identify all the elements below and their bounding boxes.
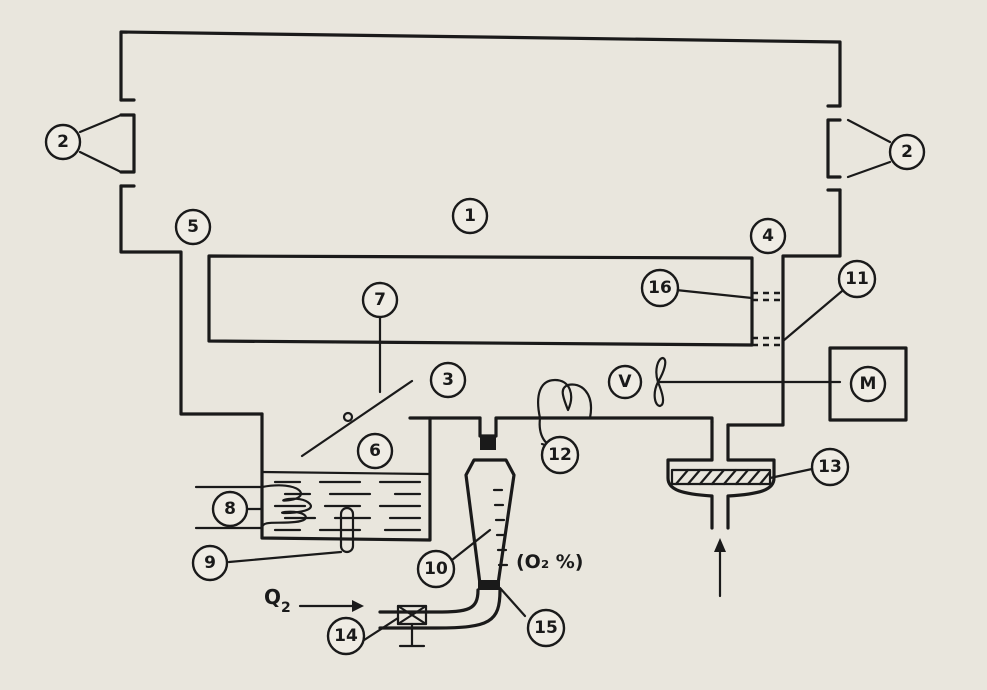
callout-3: 3 [429,361,467,399]
filter-16 [752,291,783,302]
callout-6: 6 [356,432,394,470]
svg-text:1: 1 [464,206,476,226]
leader-lines [78,113,892,646]
fan-label: V [607,364,643,400]
callout-7: 7 [361,281,399,319]
oxygen-valve [396,604,428,648]
svg-text:16: 16 [648,278,672,298]
water-surface [260,470,432,476]
callout-11: 11 [837,259,877,299]
svg-text:5: 5 [187,217,199,237]
svg-text:6: 6 [369,441,381,461]
oxygen-inlet-subscript: 2 [281,600,291,616]
svg-text:M: M [860,374,877,394]
motor-label: M [849,365,887,403]
heater-coil [194,484,312,530]
svg-text:15: 15 [534,618,558,638]
svg-text:2: 2 [901,142,913,162]
flap-pivot [342,411,354,423]
motor-box [828,346,908,422]
svg-text:8: 8 [224,499,236,519]
callout-15: 15 [526,608,566,648]
humidifier-vessel [194,379,482,554]
callout-14: 14 [326,616,366,656]
callout-12: 12 [540,435,580,475]
filter-11 [752,336,783,347]
thermometer [339,506,355,554]
callout-5: 5 [174,208,212,246]
inner-duct [207,254,783,347]
svg-text:V: V [618,372,632,392]
fan-assembly [653,346,908,422]
svg-text:2: 2 [57,132,69,152]
callout-2-left: 2 [44,123,82,161]
callout-2-right: 2 [888,133,926,171]
callout-10: 10 [416,549,456,589]
fan-blade [653,356,667,408]
svg-text:7: 7 [374,290,386,310]
flowmeter-coupling [480,436,496,450]
air-inlet [666,420,776,598]
callout-16: 16 [640,268,680,308]
svg-text:13: 13 [818,457,842,477]
callout-1: 1 [451,197,489,235]
oxygen-percent-label: (O₂ %) [516,551,584,573]
oxygen-sensor [478,580,500,590]
callout-9: 9 [191,544,229,582]
svg-text:4: 4 [762,226,774,246]
flap-damper [300,379,414,458]
main-chamber [119,30,842,427]
svg-text:14: 14 [334,626,358,646]
svg-text:9: 9 [204,553,216,573]
svg-text:10: 10 [424,559,448,579]
callout-13: 13 [810,447,850,487]
svg-text:3: 3 [442,370,454,390]
oxygen-inlet-label: Q [264,585,281,609]
svg-text:11: 11 [845,269,869,289]
svg-text:12: 12 [548,445,572,465]
callout-4: 4 [749,217,787,255]
oxygen-flowmeter [298,416,714,648]
callout-8: 8 [211,490,249,528]
